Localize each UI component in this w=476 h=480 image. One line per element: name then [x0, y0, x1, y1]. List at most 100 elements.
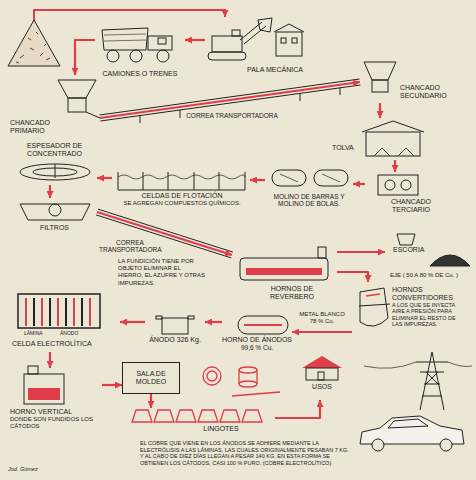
anode-icon — [162, 318, 188, 334]
process-illustration — [8, 10, 472, 451]
vertical-furnace — [28, 366, 38, 374]
house-icon — [302, 356, 342, 380]
tertiary-crusher — [385, 180, 395, 190]
flow-arrow — [337, 272, 368, 282]
flow-arrow — [337, 251, 385, 253]
process-station: LINGOTES — [125, 408, 275, 438]
label-block: FILTROS — [12, 224, 97, 232]
anode-furnace — [244, 324, 282, 326]
shovel-icon — [208, 52, 246, 60]
process-station: FILTROS — [12, 198, 97, 238]
station-label: ESPESADOR DE CONCENTRADO — [12, 142, 97, 158]
mine-building — [292, 38, 297, 43]
process-box: SALA DE MOLDEO — [122, 362, 180, 394]
station-label: SALA DE MOLDEO — [125, 370, 177, 386]
truck-icon — [107, 50, 119, 62]
mine-building — [281, 38, 286, 43]
label-block: TOLVA — [332, 144, 366, 152]
ingots — [132, 410, 262, 422]
station-label: HORNOS CONVERTIDORES — [392, 286, 465, 302]
anode-icon — [156, 316, 194, 334]
process-station: CAMIONES O TRENES — [95, 22, 185, 81]
ingots — [220, 410, 240, 422]
copper-products — [239, 367, 257, 373]
reverberatory-furnace — [240, 247, 328, 280]
connector-layer — [50, 40, 395, 418]
ingots — [154, 410, 174, 422]
mill-icon — [280, 174, 340, 182]
flow-arrow — [185, 39, 205, 41]
mine-building — [274, 24, 304, 56]
label-block: PALA MECÁNICA — [247, 66, 309, 74]
converter-icon — [359, 304, 390, 306]
truck-icon — [157, 50, 169, 62]
process-station: HORNOS DE REVERBERO — [232, 245, 337, 307]
power-pylon — [364, 352, 472, 410]
thickener-icon — [55, 164, 56, 178]
station-note: SE AGREGAN COMPUESTOS QUÍMICOS. — [116, 200, 248, 207]
flotation-cells — [118, 172, 245, 190]
flow-arrow — [250, 179, 265, 181]
station-label: CELDA ELECTROLÍTICA — [12, 340, 112, 348]
station-label: CHANCADO PRIMARIO — [10, 119, 72, 135]
electrolytic-cell — [34, 298, 82, 326]
process-station: ÁNODO 326 Kg. — [145, 312, 205, 352]
station-label: CELDAS DE FLOTACIÓN — [116, 192, 248, 200]
flow-arrow — [120, 321, 145, 323]
anode-furnace — [238, 316, 288, 334]
station-note: 99,6 % Cu. — [222, 344, 292, 351]
thickener-icon — [20, 164, 90, 180]
flow-arrow — [150, 394, 152, 408]
truck-icon — [102, 28, 148, 50]
copper-products — [203, 367, 221, 385]
station-label: TOLVA — [332, 144, 366, 152]
filter-icon — [20, 204, 90, 220]
flotation-cells — [118, 175, 245, 179]
label-block: CHANCADO PRIMARIO — [10, 119, 72, 135]
mill-icon — [272, 170, 348, 186]
copper-products — [239, 381, 257, 387]
label-block: LINGOTES — [193, 425, 249, 433]
truck-icon — [102, 28, 172, 62]
shovel-icon — [240, 22, 266, 44]
station-label: USOS — [302, 383, 342, 391]
hopper-building — [362, 121, 424, 132]
process-station: ESPESADOR DE CONCENTRADO — [12, 140, 97, 185]
process-station: USOS — [298, 355, 358, 400]
label-block: ÁNODO 326 Kg. — [145, 336, 205, 344]
shovel-icon — [212, 36, 242, 52]
truck-icon — [104, 34, 146, 41]
process-station: HORNO VERTICALDONDE SON FUNDIDOS LOS CÁT… — [10, 368, 102, 443]
filter-icon — [49, 204, 61, 216]
flow-arrow — [353, 183, 365, 185]
hopper-building — [366, 132, 420, 156]
house-icon — [318, 372, 324, 380]
process-station: TOLVA — [330, 118, 430, 160]
secondary-crusher — [372, 80, 388, 92]
conveyor-belt — [96, 209, 233, 258]
label-block: CELDAS DE FLOTACIÓNSE AGREGAN COMPUESTOS… — [116, 192, 248, 207]
tertiary-crusher — [378, 175, 418, 195]
station-label: ÁNODO 326 Kg. — [145, 336, 205, 344]
conveyor-belt — [100, 79, 361, 123]
process-station: CELDAS DE FLOTACIÓNSE AGREGAN COMPUESTOS… — [112, 168, 250, 223]
anode-icon — [156, 316, 162, 319]
process-station: CELDA ELECTROLÍTICA — [10, 290, 120, 352]
ore-pile — [16, 32, 50, 63]
station-label: PALA MECÁNICA — [247, 66, 309, 74]
process-station: CHANCADO PRIMARIO — [10, 75, 100, 138]
station-label: CHANCADO TERCIARIO — [375, 198, 447, 214]
process-station: HORNO DE ÁNODOS99,6 % Cu. — [222, 312, 292, 357]
station-label: HORNO DE ÁNODOS — [222, 336, 292, 344]
flow-arrow — [394, 160, 396, 172]
power-pylon — [364, 362, 472, 368]
converter-icon — [359, 288, 390, 326]
flow-arrow — [97, 212, 232, 255]
flow-arrow — [97, 177, 112, 179]
electrolytic-cell — [18, 294, 100, 328]
primary-crusher — [86, 112, 100, 118]
house-icon — [302, 356, 342, 368]
station-label: FILTROS — [12, 224, 97, 232]
label-block: HORNO VERTICALDONDE SON FUNDIDOS LOS CÁT… — [10, 408, 102, 430]
process-station: CHANCADO TERCIARIO — [365, 172, 455, 217]
